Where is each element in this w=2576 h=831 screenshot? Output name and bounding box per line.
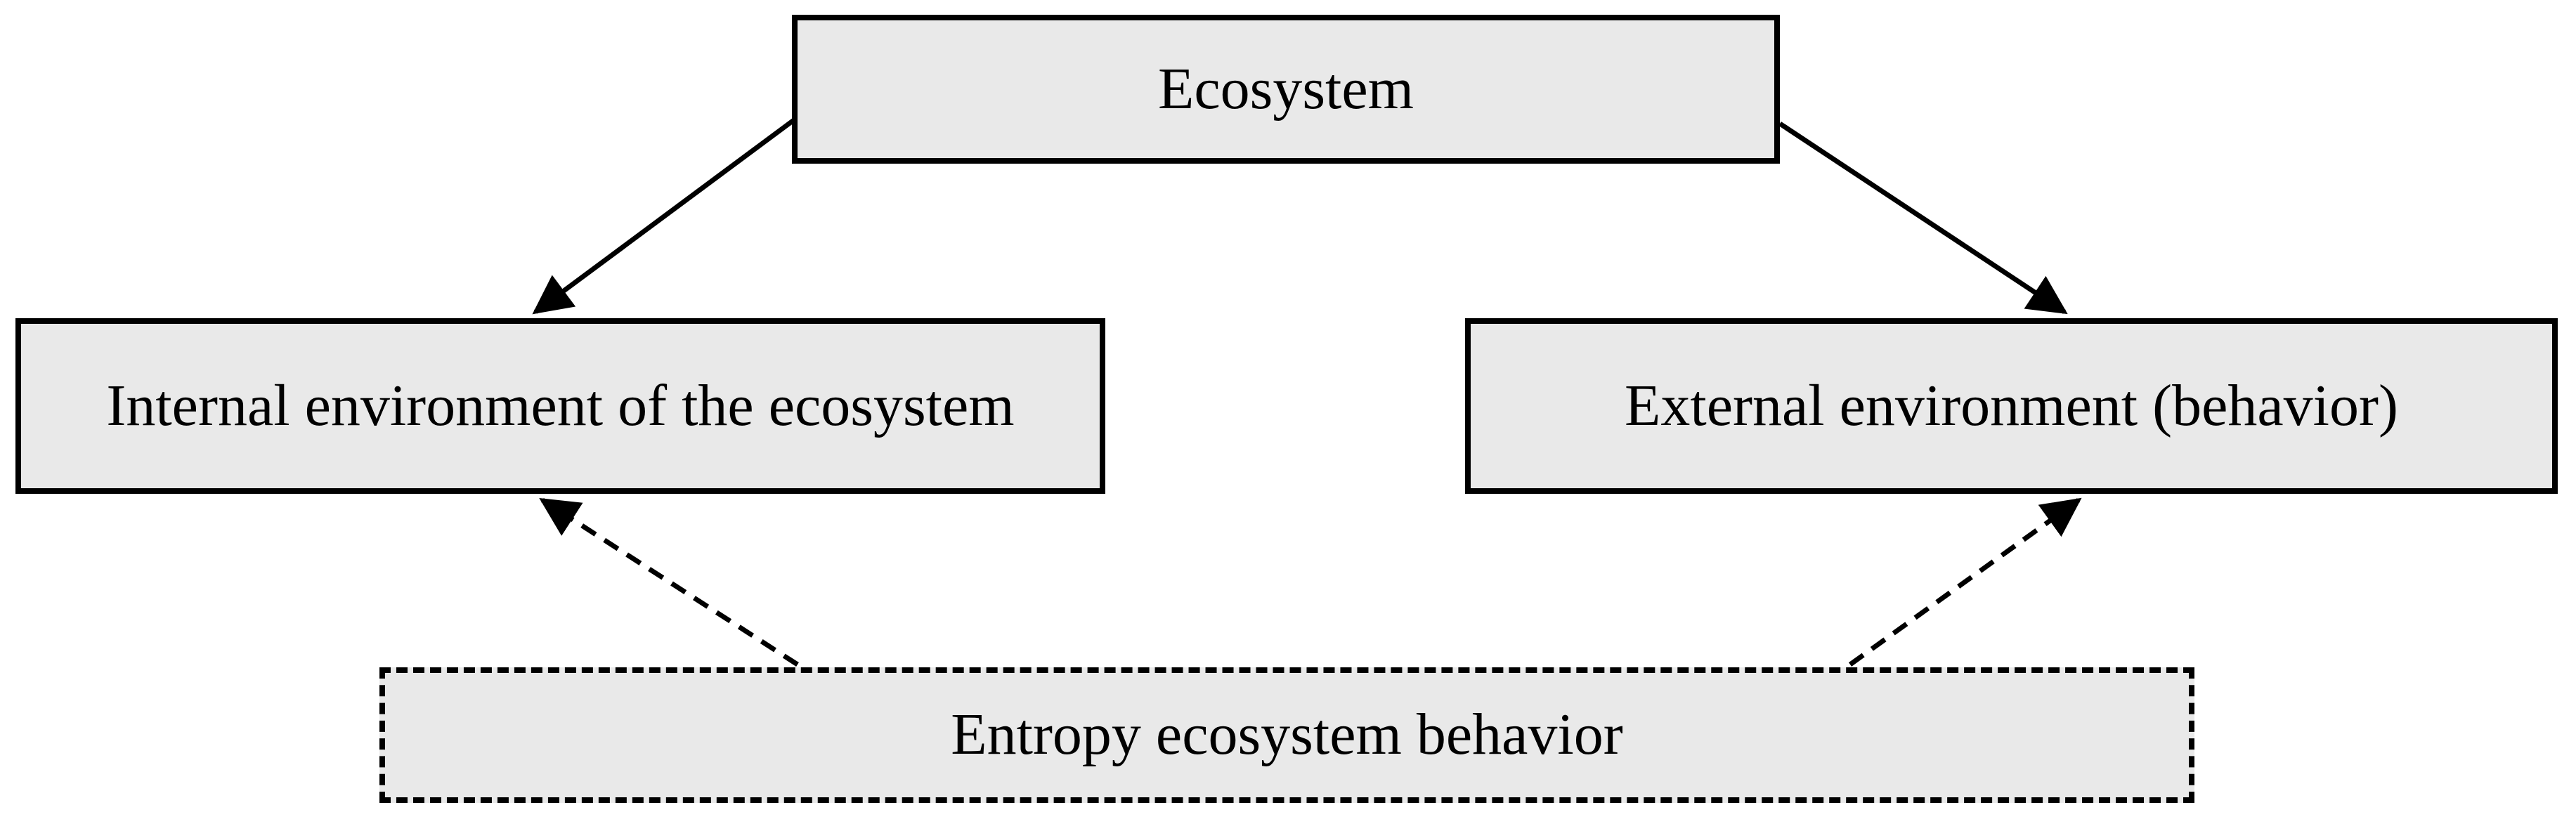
node-entropy-behavior: Entropy ecosystem behavior: [379, 667, 2194, 803]
node-internal-environment: Internal environment of the ecosystem: [15, 318, 1105, 494]
edge-ecosystem-to-external: [1778, 122, 2068, 315]
node-entropy-behavior-label: Entropy ecosystem behavior: [951, 702, 1623, 768]
node-external-environment-label: External environment (behavior): [1625, 372, 2398, 438]
edge-ecosystem-to-internal: [532, 117, 797, 315]
node-ecosystem: Ecosystem: [792, 15, 1780, 164]
node-internal-environment-label: Internal environment of the ecosystem: [106, 372, 1015, 438]
node-ecosystem-label: Ecosystem: [1158, 55, 1414, 122]
edge-entropy-to-external: [1848, 497, 2082, 667]
node-external-environment: External environment (behavior): [1465, 318, 2558, 494]
edge-entropy-to-internal: [539, 497, 799, 667]
